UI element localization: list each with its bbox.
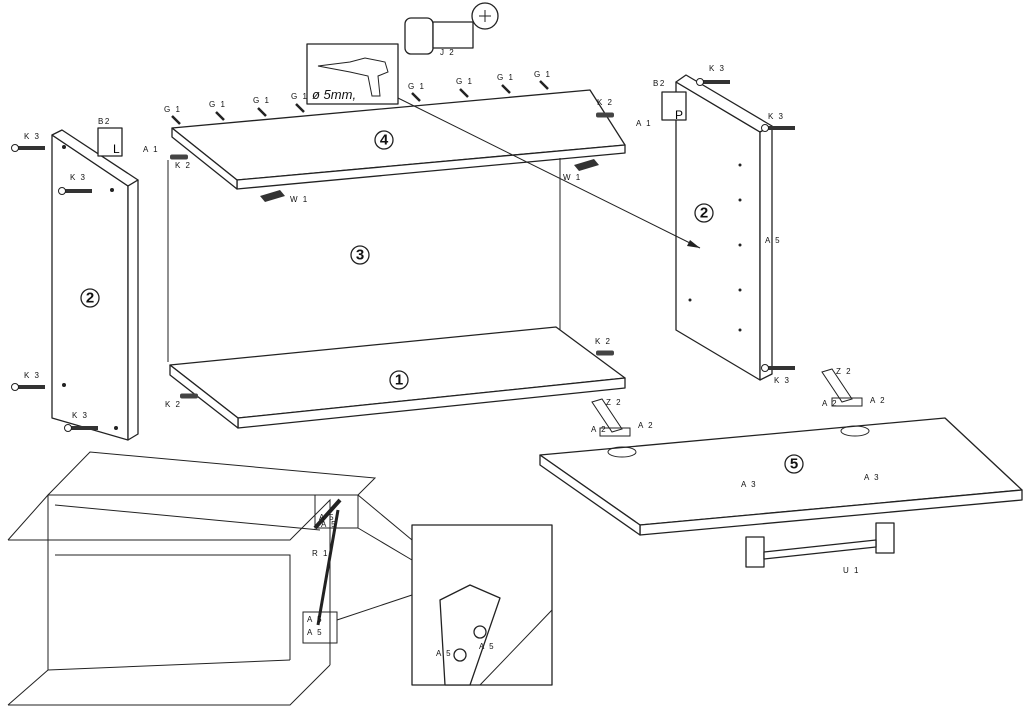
drill-arrow: [397, 97, 701, 249]
left-side-panel: [51, 129, 139, 441]
left-marker: L: [113, 142, 120, 156]
label: Z 2: [606, 398, 622, 407]
label: A 5: [319, 513, 335, 522]
label: A 5: [307, 628, 323, 637]
hinges: [260, 159, 863, 437]
label: K 2: [597, 98, 614, 107]
part-number-bottom: 1: [395, 372, 403, 389]
label: K 2: [595, 337, 612, 346]
label: G 1: [456, 77, 473, 86]
part-number-back: 3: [356, 247, 364, 264]
label: W 1: [290, 195, 309, 204]
label: A 2: [822, 399, 838, 408]
label: G 1: [253, 96, 270, 105]
label: A 1: [636, 119, 652, 128]
label: B2: [653, 79, 666, 88]
label: G 1: [534, 70, 551, 79]
label: A 5: [479, 642, 495, 651]
drill-icon-box: ø 5mm,: [306, 43, 399, 105]
label: J 2: [440, 48, 455, 57]
label: K 3: [70, 173, 87, 182]
label: K 3: [768, 112, 785, 121]
label: A 1: [143, 145, 159, 154]
g1-pegs: [171, 80, 549, 125]
door-panel: [539, 417, 1023, 536]
part-number-top: 4: [380, 132, 389, 149]
label: G 1: [291, 92, 308, 101]
part-number-right-side: 2: [700, 205, 708, 222]
cam-locks: L P: [97, 91, 687, 157]
assembled-cabinet: [7, 451, 413, 706]
label: W 1: [563, 173, 582, 182]
right-side-panel: [675, 74, 773, 381]
label: K 2: [175, 161, 192, 170]
label: U 1: [843, 566, 860, 575]
drill-size-note: ø 5mm,: [312, 87, 356, 102]
label: A 2: [638, 421, 654, 430]
label: K 3: [774, 376, 791, 385]
label: K 3: [24, 132, 41, 141]
label: Z 2: [836, 367, 852, 376]
label: A 5: [765, 236, 781, 245]
label: K 3: [709, 64, 726, 73]
label: G 1: [408, 82, 425, 91]
label: A 3: [864, 473, 880, 482]
top-panel: [171, 89, 626, 190]
label: G 1: [164, 105, 181, 114]
label: B2: [98, 117, 111, 126]
handle: [745, 522, 895, 568]
label: K 3: [72, 411, 89, 420]
label: A 2: [591, 425, 607, 434]
back-panel: [167, 158, 561, 362]
label: A 2: [870, 396, 886, 405]
detail-inset: [411, 524, 553, 686]
part-number-left-side: 2: [86, 290, 94, 307]
label: G 1: [209, 100, 226, 109]
label: A 5: [307, 615, 323, 624]
part-numbers: 4 3 2 1 2 5: [80, 130, 804, 474]
label: R 1: [312, 549, 329, 558]
right-marker: P: [675, 108, 683, 122]
label: A 5: [436, 649, 452, 658]
part-labels: J 2 G 1 G 1 G 1 G 1 G 1 G 1 G 1 G 1 K 3 …: [24, 48, 886, 658]
cam-fitting-j2: [404, 2, 499, 55]
label: A 3: [741, 480, 757, 489]
part-number-door: 5: [790, 456, 798, 473]
label: A 5: [321, 520, 337, 529]
label: K 2: [165, 400, 182, 409]
label: G 1: [497, 73, 514, 82]
label: K 3: [24, 371, 41, 380]
